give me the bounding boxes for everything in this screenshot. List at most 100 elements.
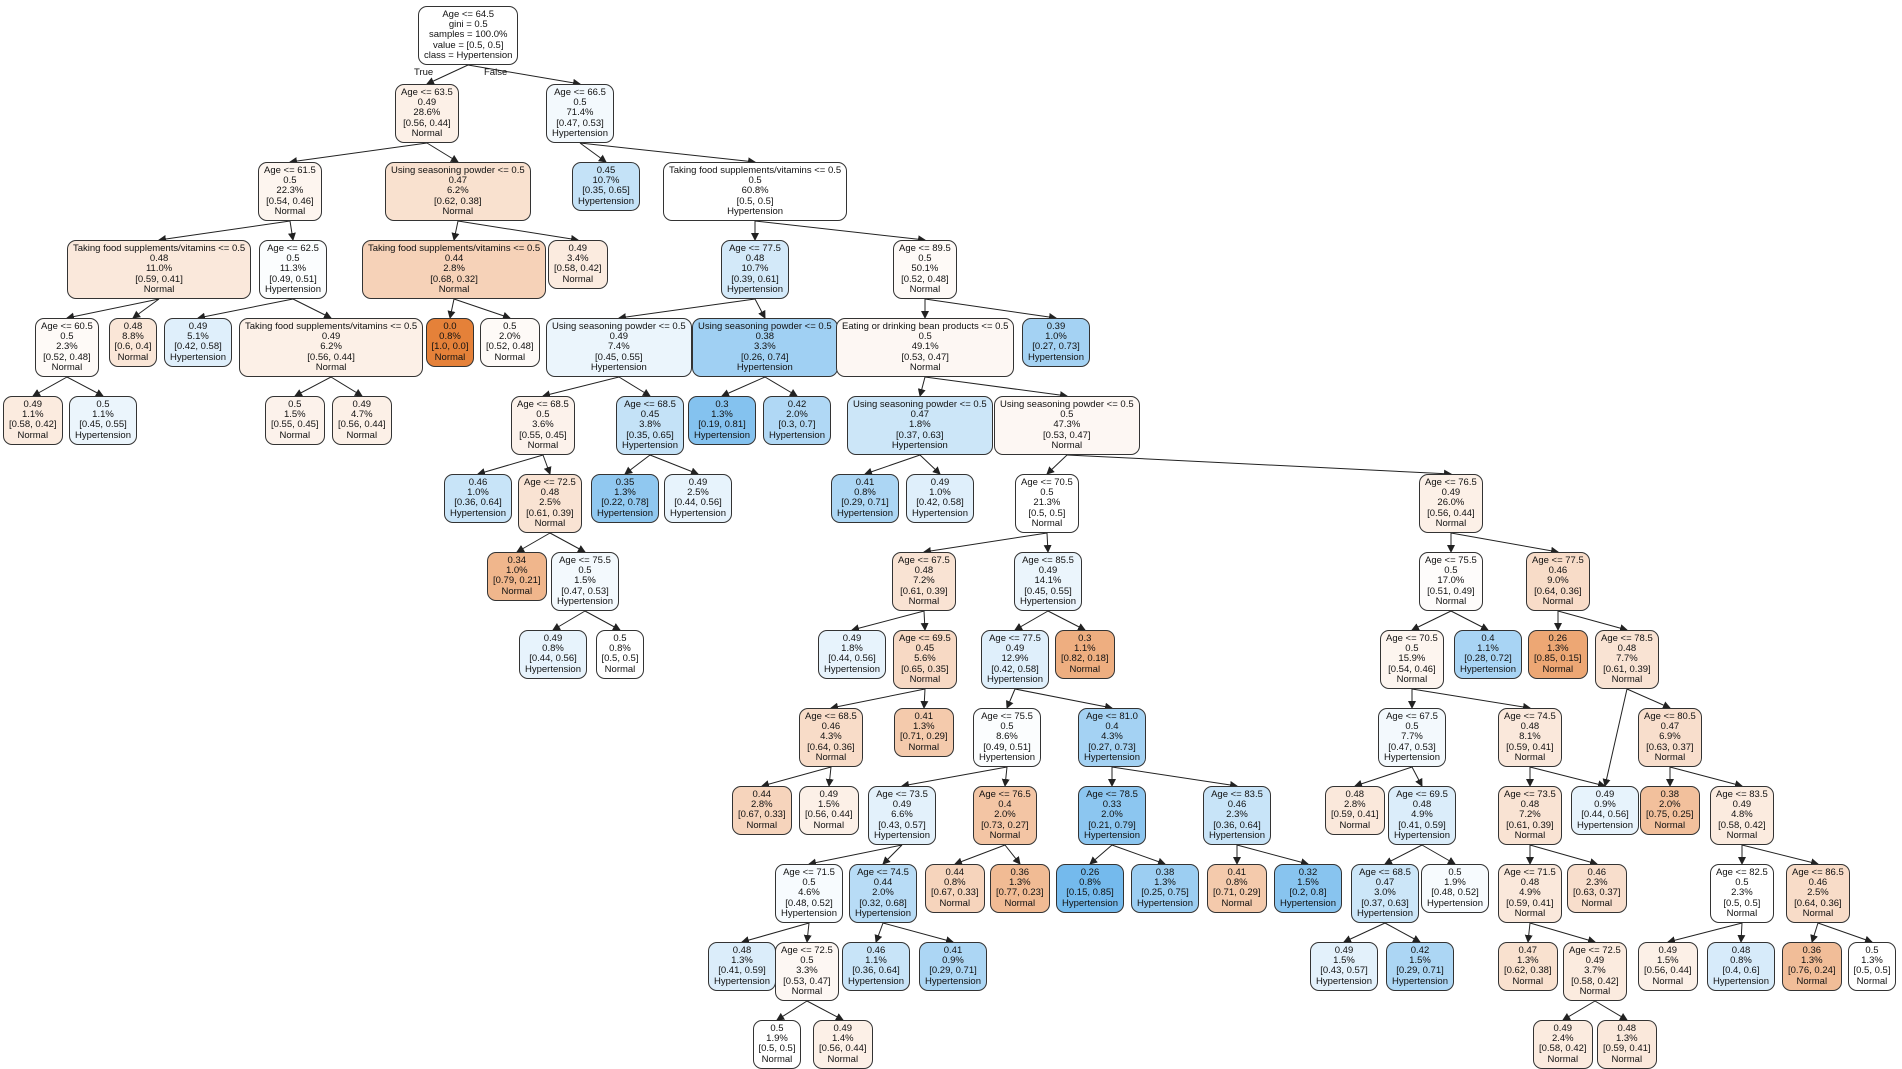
node-text-line: Hypertension bbox=[727, 205, 784, 217]
node-text-line: Normal bbox=[1339, 819, 1371, 831]
node-text-line: [0.29, 0.71] bbox=[841, 497, 889, 509]
node-text-line: 17.0% bbox=[1437, 575, 1465, 587]
node-text-line: 1.3% bbox=[1800, 955, 1823, 967]
node-text-line: Normal bbox=[279, 429, 311, 441]
node-text-line: Age <= 60.5 bbox=[41, 321, 93, 332]
node-text-line: [0.26, 0.74] bbox=[741, 351, 789, 363]
node-text-line: 6.9% bbox=[1659, 731, 1681, 743]
tree-edge bbox=[1343, 922, 1386, 943]
node-text-line: 0.8% bbox=[854, 487, 876, 499]
tree-edge bbox=[1004, 844, 1021, 865]
node-text-line: [0.49, 0.51] bbox=[269, 273, 317, 285]
node-text-line: Normal bbox=[434, 351, 466, 363]
node-text-line: Normal bbox=[1611, 673, 1643, 685]
node-text-line: 0.26 bbox=[1548, 633, 1568, 644]
node-text-line: 0.49 bbox=[1553, 1023, 1573, 1034]
true-branch-label: True bbox=[414, 67, 434, 78]
node-text-line: 3.0% bbox=[1374, 887, 1396, 899]
tree-edge bbox=[1001, 766, 1010, 787]
node-text-line: Eating or drinking bean products <= 0.5 bbox=[842, 321, 1009, 332]
tree-edge bbox=[477, 454, 544, 476]
node-text-line: 0.48 bbox=[540, 487, 560, 499]
tree-edge bbox=[924, 376, 1068, 400]
node-text-line: 1.1% bbox=[1073, 643, 1096, 655]
node-text-line: 0.49 bbox=[842, 633, 862, 644]
node-text-line: 0.41 bbox=[943, 945, 963, 956]
node-text-line: 3.7% bbox=[1584, 965, 1606, 977]
node-text-line: 1.0% bbox=[467, 487, 489, 499]
tree-edge bbox=[426, 142, 459, 163]
node-text-line: 0.49 bbox=[23, 399, 43, 410]
node-text-line: Age <= 75.5 bbox=[559, 555, 611, 566]
node-text-line: [0.59, 0.41] bbox=[1506, 741, 1554, 753]
node-text-line: [0.32, 0.68] bbox=[859, 897, 907, 909]
tree-edge bbox=[132, 298, 160, 319]
node-text-line: Hypertension bbox=[848, 975, 904, 987]
node-text-line: Hypertension bbox=[891, 439, 948, 451]
tree-edge bbox=[924, 298, 1057, 321]
node-text-line: Using seasoning powder <= 0.5 bbox=[698, 321, 832, 332]
node-text-line: [0.52, 0.48] bbox=[43, 351, 91, 363]
node-text-line: Hypertension bbox=[1028, 351, 1084, 363]
node-text-line: 5.6% bbox=[914, 653, 936, 665]
node-text-line: 0.33 bbox=[1102, 799, 1122, 811]
node-text-line: 5.1% bbox=[187, 331, 209, 343]
node-text-line: 0.4 bbox=[998, 799, 1012, 811]
node-text-line: 1.3% bbox=[1516, 955, 1539, 967]
node-text-line: Normal bbox=[274, 205, 306, 217]
node-text-line: [0.41, 0.59] bbox=[718, 965, 766, 977]
node-text-line: Age <= 72.5 bbox=[781, 945, 833, 956]
tree-edge bbox=[1737, 922, 1746, 943]
node-text-line: [0.49, 0.51] bbox=[983, 741, 1031, 753]
tree-edge bbox=[447, 298, 456, 319]
node-text-line: [0.67, 0.33] bbox=[931, 887, 979, 899]
node-text-line: [0.53, 0.47] bbox=[901, 351, 949, 363]
node-text-line: 0.45 bbox=[640, 409, 660, 421]
node-text-line: 0.48 bbox=[732, 945, 752, 956]
node-text-line: Age <= 83.5 bbox=[1211, 789, 1263, 800]
node-text-line: 2.3% bbox=[1731, 887, 1753, 899]
node-text-line: Normal bbox=[442, 205, 474, 217]
node-text-line: 0.48 bbox=[914, 565, 934, 577]
node-text-line: Normal bbox=[527, 439, 559, 451]
tree-edge bbox=[618, 376, 651, 397]
node-text-line: Hypertension bbox=[1084, 751, 1140, 763]
node-text-line: Age <= 89.5 bbox=[899, 243, 951, 254]
node-text-line: Normal bbox=[604, 663, 636, 675]
node-text-line: gini = 0.5 bbox=[448, 19, 488, 31]
node-text-line: Normal bbox=[791, 985, 823, 997]
node-text-line: 0.49 bbox=[568, 243, 588, 254]
node-text-line: 0.3 bbox=[1078, 633, 1092, 644]
node-text-line: [0.5, 0.5] bbox=[1028, 507, 1066, 519]
tree-edge bbox=[1047, 610, 1086, 631]
node-text-line: [0.15, 0.85] bbox=[1066, 887, 1114, 899]
node-text-line: 0.3 bbox=[715, 399, 729, 410]
node-text-line: [1.0, 0.0] bbox=[431, 341, 469, 353]
node-text-line: 1.3% bbox=[1861, 955, 1883, 967]
tree-edge bbox=[1602, 688, 1628, 787]
node-text-line: [0.56, 0.44] bbox=[403, 117, 451, 129]
tree-edge bbox=[1626, 688, 1671, 709]
node-text-line: Age <= 66.5 bbox=[554, 87, 606, 98]
node-text-line: Normal bbox=[1581, 897, 1613, 909]
node-text-line: 0.49 bbox=[1005, 643, 1025, 655]
node-text-line: 1.0% bbox=[929, 487, 951, 499]
node-text-line: 7.2% bbox=[1519, 809, 1541, 821]
node-text-line: 0.5 bbox=[1444, 565, 1458, 577]
node-text-line: Hypertension bbox=[1427, 897, 1483, 909]
tree-edge bbox=[1236, 844, 1309, 867]
